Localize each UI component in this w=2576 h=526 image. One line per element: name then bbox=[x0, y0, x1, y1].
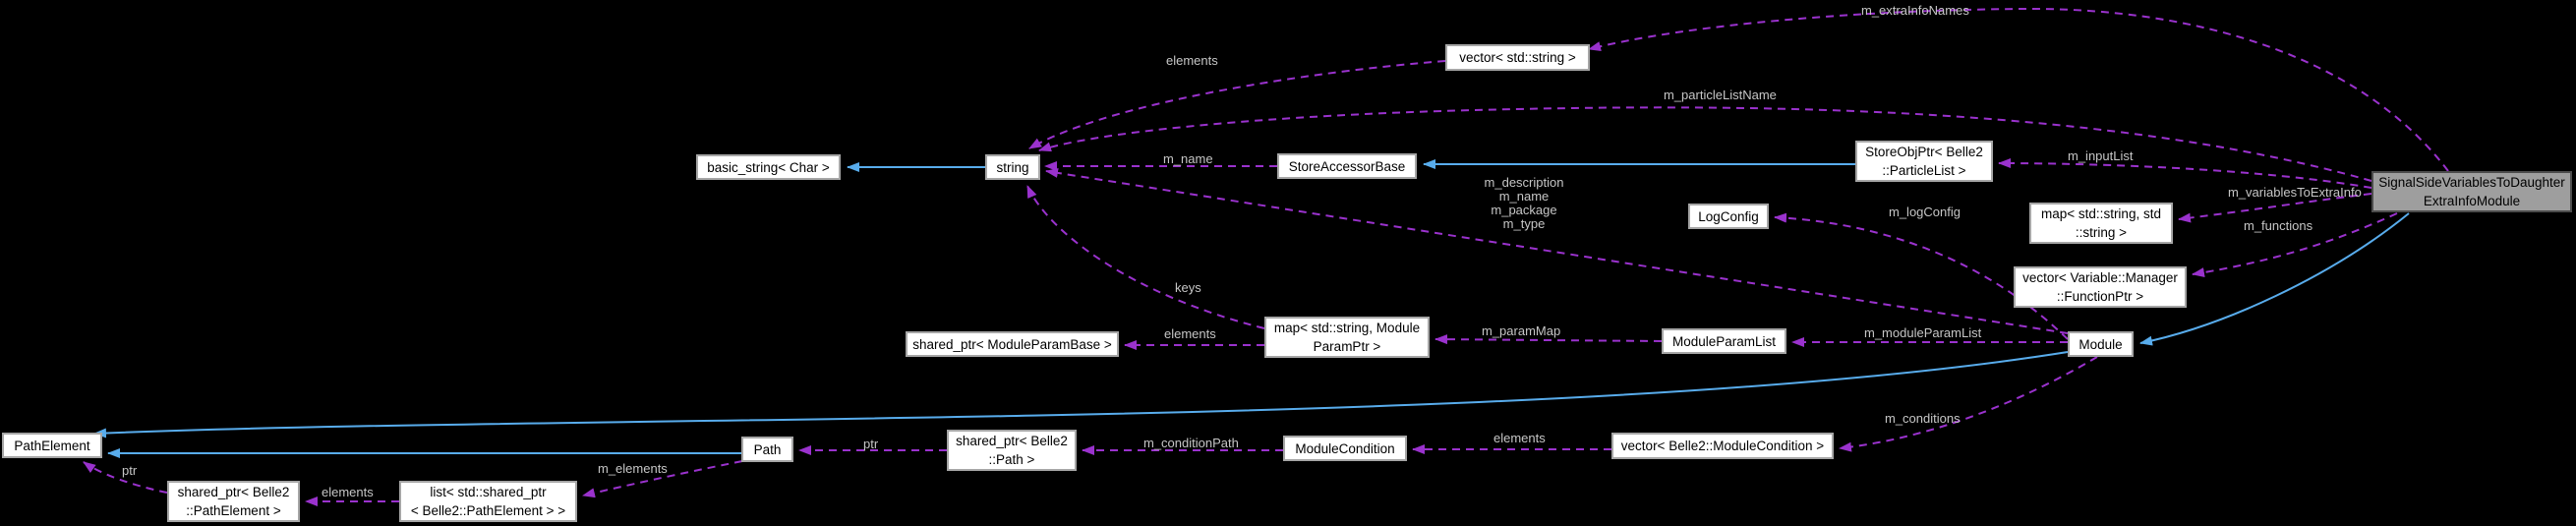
class-node-shared_ptr_path[interactable]: shared_ptr< Belle2::Path > bbox=[947, 430, 1077, 471]
class-node-label: ::PathElement > bbox=[186, 503, 281, 518]
class-node-label: ::FunctionPtr > bbox=[2056, 289, 2144, 304]
class-node-module[interactable]: Module bbox=[2068, 331, 2134, 357]
edge-signal_side_module-to-string bbox=[1038, 106, 2372, 182]
edge-module-to-string bbox=[1045, 167, 2069, 334]
class-node-label: ::string > bbox=[2075, 225, 2128, 240]
class-node-vector_module_condition[interactable]: vector< Belle2::ModuleCondition > bbox=[1611, 433, 1834, 459]
class-node-module_param_list[interactable]: ModuleParamList bbox=[1662, 328, 1786, 354]
class-node-vector_string[interactable]: vector< std::string > bbox=[1445, 44, 1590, 71]
class-node-store_accessor_base[interactable]: StoreAccessorBase bbox=[1277, 153, 1417, 179]
class-node-label: string bbox=[996, 159, 1029, 175]
class-node-shared_ptr_path_element[interactable]: shared_ptr< Belle2::PathElement > bbox=[167, 481, 300, 522]
edge-signal_side_module-to-map_string_string bbox=[2178, 193, 2372, 223]
class-node-label: StoreObjPtr< Belle2 bbox=[1865, 145, 1983, 159]
class-node-path[interactable]: Path bbox=[741, 437, 793, 462]
class-node-label: ExtraInfoModule bbox=[2423, 194, 2521, 208]
class-node-label: list< std::shared_ptr bbox=[430, 485, 547, 499]
class-node-label: PathElement bbox=[14, 438, 90, 453]
edge-signal_side_module-to-vector_function_ptr bbox=[2192, 212, 2398, 278]
edge-signal_side_module-to-module bbox=[2139, 212, 2410, 346]
edge-signal_side_module-to-store_obj_ptr bbox=[1998, 158, 2372, 189]
class-node-label: SignalSideVariablesToDaughter bbox=[2378, 175, 2565, 190]
class-node-string[interactable]: string bbox=[985, 154, 1040, 180]
class-node-path_element[interactable]: PathElement bbox=[2, 433, 102, 458]
class-node-label: basic_string< Char > bbox=[707, 159, 830, 175]
edge-module_param_list-to-map_module_param_ptr bbox=[1434, 334, 1663, 345]
class-node-label: ModuleCondition bbox=[1295, 440, 1395, 456]
class-node-label: shared_ptr< Belle2 bbox=[177, 485, 290, 499]
class-node-map_string_string[interactable]: map< std::string, std::string > bbox=[2029, 203, 2173, 244]
class-node-module_condition[interactable]: ModuleCondition bbox=[1283, 436, 1407, 461]
edge-module-to-vector_module_condition bbox=[1839, 356, 2098, 452]
class-node-shared_ptr_module_param_base[interactable]: shared_ptr< ModuleParamBase > bbox=[906, 331, 1119, 357]
class-node-label: Module bbox=[2078, 336, 2123, 352]
class-node-basic_string[interactable]: basic_string< Char > bbox=[696, 154, 841, 180]
class-node-label: StoreAccessorBase bbox=[1288, 158, 1406, 174]
edge-signal_side_module-to-vector_string bbox=[1588, 7, 2449, 172]
class-node-label: Path bbox=[753, 441, 782, 457]
edge-map_module_param_ptr-to-string bbox=[1026, 185, 1265, 329]
class-node-label: map< std::string, Module bbox=[1273, 321, 1421, 335]
class-node-label: vector< Belle2::ModuleCondition > bbox=[1620, 438, 1825, 453]
class-node-label: ModuleParamList bbox=[1671, 333, 1777, 349]
class-node-label: vector< Variable::Manager bbox=[2022, 270, 2178, 285]
class-node-label: ::Path > bbox=[988, 452, 1035, 467]
edge-vector_string-to-string bbox=[1028, 60, 1446, 149]
class-node-label: LogConfig bbox=[1698, 208, 1759, 224]
class-node-list_shared_ptr_path_element[interactable]: list< std::shared_ptr< Belle2::PathEleme… bbox=[399, 481, 577, 522]
edge-shared_ptr_path_element-to-path_element bbox=[83, 461, 168, 494]
class-node-store_obj_ptr[interactable]: StoreObjPtr< Belle2::ParticleList > bbox=[1855, 141, 1993, 182]
class-node-label: map< std::string, std bbox=[2041, 206, 2161, 221]
class-node-log_config[interactable]: LogConfig bbox=[1688, 204, 1769, 229]
class-node-label: ParamPtr > bbox=[1313, 339, 1381, 354]
edge-module-to-path_element bbox=[93, 351, 2069, 438]
class-node-label: ::ParticleList > bbox=[1882, 163, 1966, 178]
class-node-label: vector< std::string > bbox=[1459, 50, 1576, 65]
class-node-vector_function_ptr[interactable]: vector< Variable::Manager::FunctionPtr > bbox=[2014, 266, 2187, 308]
edge-path-to-list_shared_ptr_path_element bbox=[582, 460, 743, 498]
class-node-label: < Belle2::PathElement > > bbox=[410, 503, 566, 518]
class-node-label: shared_ptr< Belle2 bbox=[956, 434, 1068, 448]
class-node-label: shared_ptr< ModuleParamBase > bbox=[912, 336, 1112, 352]
